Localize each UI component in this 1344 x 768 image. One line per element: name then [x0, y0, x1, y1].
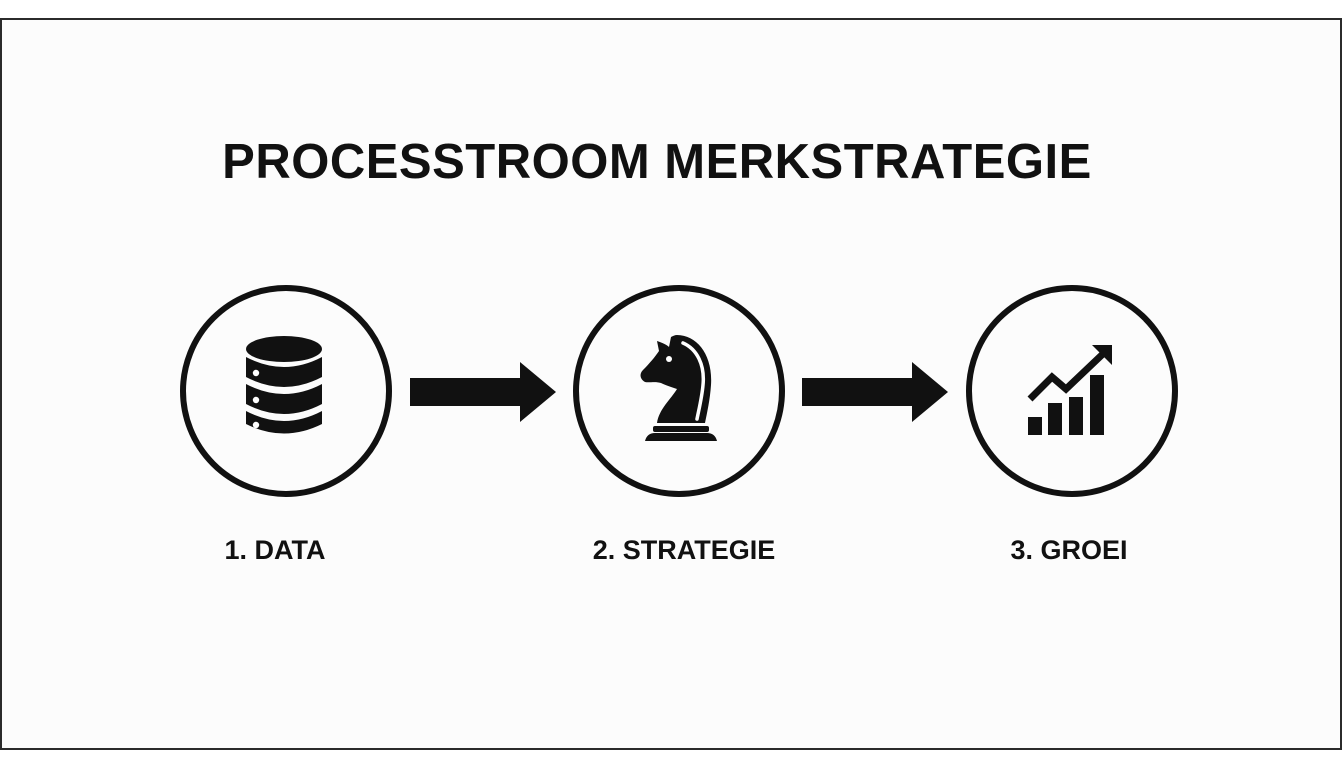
step-data — [180, 285, 392, 497]
diagram-title: PROCESSTROOM MERKSTRATEGIE — [222, 135, 1092, 189]
step-growth — [966, 285, 1178, 497]
growth-chart-icon — [1027, 345, 1112, 435]
step-circle — [180, 285, 392, 497]
arrow-right-icon — [410, 362, 556, 422]
step-label-data: 1. DATA — [224, 535, 326, 565]
arrow-right-icon — [802, 362, 948, 422]
step-circle — [573, 285, 785, 497]
step-strategy — [573, 285, 785, 497]
chess-knight-icon — [640, 335, 717, 441]
database-icon — [246, 336, 322, 434]
step-label-strategy: 2. STRATEGIE — [592, 535, 776, 565]
step-circle — [966, 285, 1178, 497]
step-label-growth: 3. GROEI — [1010, 535, 1128, 565]
